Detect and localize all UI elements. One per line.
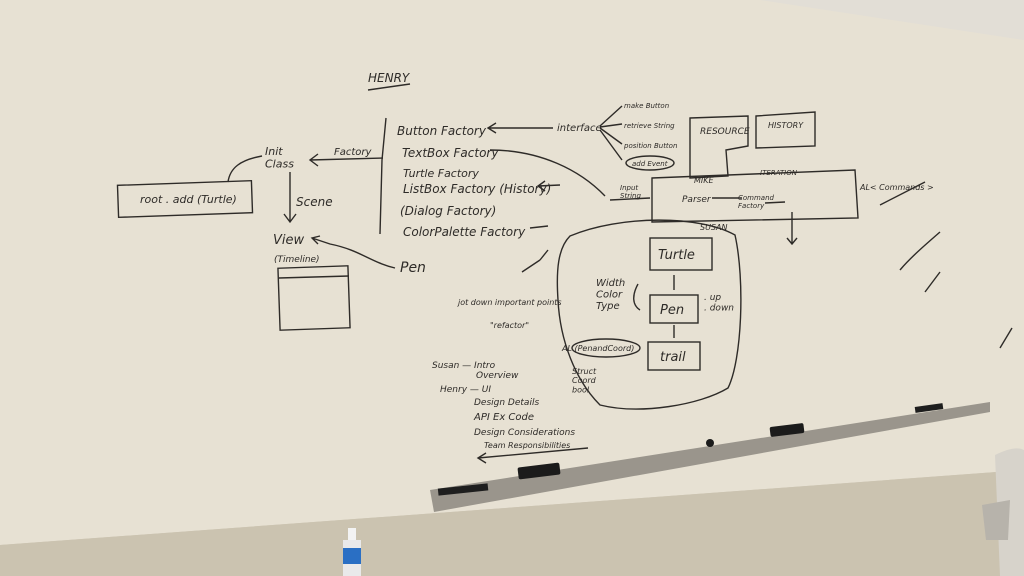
eraser — [517, 462, 561, 480]
scene-label: Scene — [296, 195, 333, 209]
note-team-responsibilities: Team Responsibilities — [484, 441, 570, 450]
chair — [995, 448, 1024, 576]
drawings — [116, 83, 1013, 464]
trail-box — [647, 341, 701, 371]
marker-tray — [430, 402, 990, 512]
up-down-label: . up. down — [704, 293, 734, 313]
arrow — [764, 201, 786, 204]
pen-box — [649, 294, 699, 324]
note-jot-down: jot down important points — [457, 298, 562, 307]
marker — [437, 483, 489, 496]
arrow — [599, 129, 623, 161]
arrow — [476, 447, 589, 464]
factory-item: ColorPalette Factory — [403, 225, 526, 239]
arrow — [489, 149, 606, 197]
note-design-details: Design Details — [474, 398, 539, 408]
iteration-label: ITERATION — [760, 169, 798, 177]
spray-bottle-label — [343, 548, 361, 564]
interface-label: interface — [557, 123, 602, 134]
history-box — [755, 111, 816, 149]
resource-box — [689, 115, 749, 179]
marker-cap — [706, 439, 714, 447]
susan-pen-label: Pen — [660, 303, 684, 318]
turtle-label: Turtle — [658, 248, 695, 263]
parser-label: Parser — [682, 195, 712, 205]
pen-label: Pen — [400, 260, 426, 276]
interface-item: position Button — [623, 142, 677, 150]
interface-item: add Event — [632, 160, 668, 168]
arrow — [308, 153, 384, 167]
trash-bin — [982, 500, 1010, 540]
al-commands-label: AL< Commands > — [859, 183, 934, 192]
note-refactor: "refactor" — [490, 321, 529, 330]
arrow — [609, 197, 651, 201]
resource-label: RESOURCE — [700, 127, 750, 137]
brace — [633, 283, 641, 311]
pen-and-coord-oval — [571, 338, 641, 358]
spray-nozzle — [348, 528, 356, 540]
arrow — [879, 181, 926, 206]
root-add-label: root . add (Turtle) — [140, 193, 237, 206]
wall-lower — [0, 470, 1024, 576]
al-pen-label: AL (PenandCoord) — [561, 344, 634, 353]
susan-region — [556, 219, 742, 410]
factory-item: ListBox Factory (History) — [403, 182, 551, 196]
arrow — [786, 212, 798, 246]
mike-label: MIKE — [694, 176, 715, 185]
mike-box — [651, 169, 859, 223]
trail-label: trail — [660, 350, 686, 365]
arrow — [529, 225, 549, 229]
factory-item: (Dialog Factory) — [400, 204, 496, 218]
arrow — [521, 249, 549, 273]
arrow — [310, 235, 396, 269]
arrow — [899, 231, 941, 271]
note-henry-ui: Henry — UI — [440, 385, 491, 395]
whiteboard-surface — [0, 0, 1024, 545]
interface-item: make Button — [624, 102, 669, 110]
note-design-considerations: Design Considerations — [474, 428, 575, 438]
note-overview: Overview — [476, 371, 519, 381]
arrow — [486, 122, 553, 134]
arrow — [283, 172, 297, 224]
arrow — [599, 127, 623, 145]
factory-item: Turtle Factory — [403, 167, 479, 180]
susan-label: SUSAN — [700, 223, 727, 232]
factory-label: Factory — [334, 147, 373, 158]
timeline-label: (Timeline) — [274, 255, 320, 265]
arrow — [599, 105, 623, 127]
eraser — [769, 423, 805, 437]
arrow — [924, 271, 941, 293]
header-label: HENRY — [368, 71, 411, 85]
marker — [914, 403, 944, 413]
view-box — [277, 265, 351, 331]
arrow — [999, 327, 1013, 349]
arrow — [536, 180, 561, 192]
history-label: HISTORY — [768, 121, 804, 130]
view-label: View — [273, 233, 305, 248]
factory-item: Button Factory — [397, 124, 487, 138]
root-add-box — [116, 179, 254, 219]
note-susan-intro: Susan — Intro — [432, 361, 496, 371]
add-event-oval — [625, 155, 675, 171]
factory-item: TextBox Factory — [402, 146, 499, 160]
interface-item: retrieve String — [624, 122, 675, 130]
header-underline — [367, 83, 411, 91]
factory-bracket — [379, 117, 387, 235]
turtle-box — [649, 237, 713, 271]
note-api-ex-code: API Ex Code — [473, 412, 534, 423]
arrow — [227, 155, 263, 183]
arrow — [599, 123, 623, 128]
view-box-bar — [278, 275, 350, 279]
